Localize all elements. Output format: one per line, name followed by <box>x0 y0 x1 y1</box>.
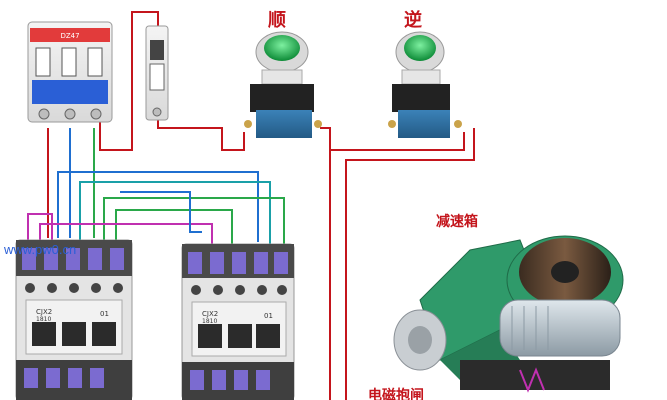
contactor-right-aux: 01 <box>264 312 273 320</box>
contactor-left-model: CJX2 <box>36 308 52 316</box>
contactor-right-model: CJX2 <box>202 310 218 318</box>
contactor-left-series: 1810 <box>36 316 51 323</box>
teal-crossover-2 <box>79 181 271 244</box>
reverse-button <box>388 31 462 138</box>
red-wire-feed <box>157 108 245 151</box>
green-crossover-4 <box>115 209 233 244</box>
green-crossover-3 <box>103 197 285 244</box>
red-wire-right <box>345 128 475 400</box>
contactor-left-aux: 01 <box>100 310 109 318</box>
watermark: www.pw0.cn <box>3 242 76 257</box>
magenta-aux-1 <box>27 213 53 240</box>
contactor-right: CJX2 1810 01 <box>181 243 295 400</box>
brake-label: 电磁抱闸 <box>368 387 424 400</box>
wires <box>27 11 475 400</box>
gearbox-label: 减速箱 <box>436 213 478 230</box>
forward-button <box>244 31 322 138</box>
blue-aux-3 <box>120 191 202 233</box>
reverse-label: 逆 <box>404 9 422 31</box>
magenta-aux-2 <box>39 223 213 244</box>
circuit-breaker: DZ47 <box>27 21 113 123</box>
red-wire-breaker-ct <box>99 88 133 151</box>
blue-crossover-1 <box>57 171 259 242</box>
forward-label: 顺 <box>268 10 286 31</box>
red-wire-top <box>131 11 159 88</box>
single-pole-breaker <box>145 25 169 121</box>
winch <box>393 235 624 393</box>
breaker-brand: DZ47 <box>60 32 79 40</box>
contactor-left: CJX2 1810 01 <box>15 239 133 400</box>
contactor-right-series: 1810 <box>202 318 217 325</box>
